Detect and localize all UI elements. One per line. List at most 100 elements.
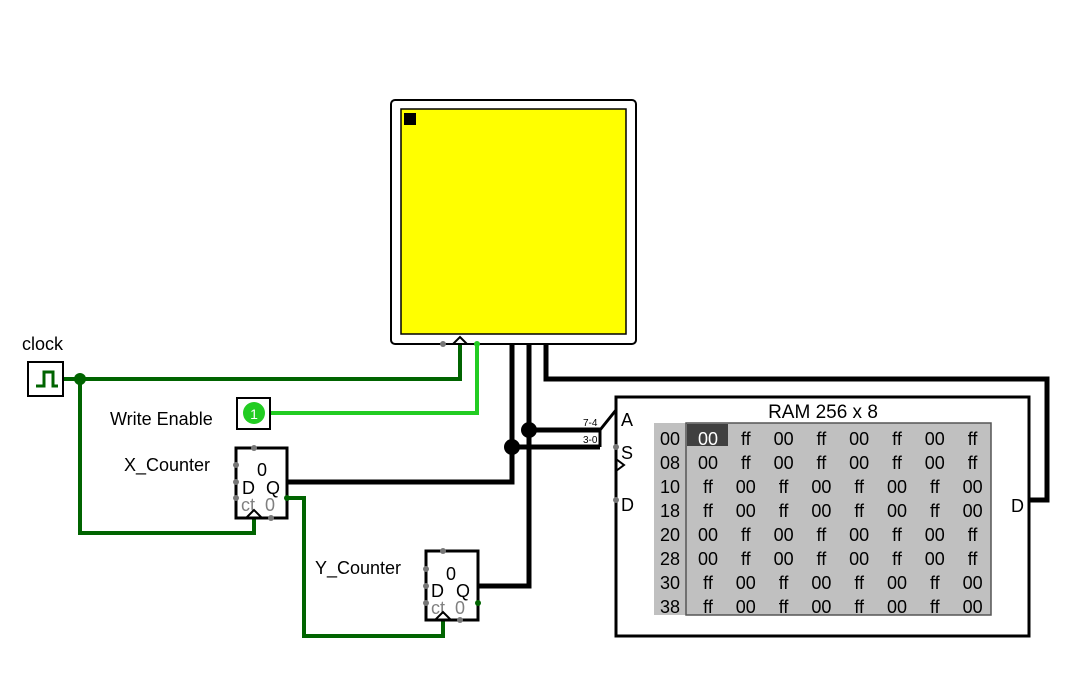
x-counter-d-label: D [242, 478, 255, 498]
ram-cell[interactable]: 00 [925, 453, 945, 473]
splitter-wire [598, 409, 618, 447]
ram-port-a: A [621, 410, 633, 430]
wires [62, 344, 1050, 638]
y-counter[interactable]: Y_Counter 0 D Q ct 0 [315, 548, 481, 623]
clock-junction [74, 373, 86, 385]
ram-cell[interactable]: ff [930, 597, 941, 617]
ram-cell[interactable]: 00 [698, 525, 718, 545]
ram-port-d-in: D [621, 495, 634, 515]
clock-component[interactable]: clock [22, 334, 64, 397]
ram-cell[interactable]: ff [892, 429, 903, 449]
ram-cell[interactable]: ff [968, 453, 979, 473]
ram-cell[interactable]: ff [779, 573, 790, 593]
write-enable-pin[interactable]: Write Enable 1 [110, 397, 271, 430]
ram-cell[interactable]: ff [854, 501, 865, 521]
ram-cell[interactable]: 00 [963, 477, 983, 497]
ram-cell[interactable]: ff [741, 429, 752, 449]
ram-cell[interactable]: 00 [887, 597, 907, 617]
ram-cell[interactable]: ff [817, 525, 828, 545]
ram-port-d-out: D [1011, 496, 1024, 516]
ram-cell[interactable]: ff [854, 597, 865, 617]
y-bus-junction [521, 422, 537, 438]
ram-cell[interactable]: 00 [811, 477, 831, 497]
ram-cell[interactable]: ff [703, 597, 714, 617]
ram-cell[interactable]: 00 [736, 477, 756, 497]
ram-row-address: 08 [660, 453, 680, 473]
ram-cell[interactable]: ff [741, 525, 752, 545]
x-counter-zero-label: 0 [265, 495, 275, 515]
ram-cell[interactable]: 00 [887, 477, 907, 497]
ram-cell[interactable]: ff [892, 525, 903, 545]
ram-cell[interactable]: ff [817, 429, 828, 449]
ram-row-address: 20 [660, 525, 680, 545]
display-clock-pin [452, 335, 468, 345]
splitter-hi-label: 7-4 [583, 418, 598, 429]
x-bus-wire [287, 344, 515, 485]
x-counter-ct-label: ct [241, 495, 255, 515]
x-q-to-y-clock-wire [289, 496, 445, 638]
ram-cell[interactable]: 00 [925, 429, 945, 449]
x-counter-q-label: Q [266, 478, 280, 498]
ram-cell[interactable]: 00 [887, 573, 907, 593]
ram-cell[interactable]: ff [892, 549, 903, 569]
ram-row-address: 38 [660, 597, 680, 617]
ram-cell[interactable]: 00 [925, 525, 945, 545]
ram-cell[interactable]: 00 [811, 501, 831, 521]
ram-cell[interactable]: 00 [849, 525, 869, 545]
ram-cell[interactable]: ff [741, 549, 752, 569]
ram-cell[interactable]: ff [968, 525, 979, 545]
ram-cell[interactable]: 00 [849, 429, 869, 449]
ram-cell[interactable]: ff [968, 429, 979, 449]
ram-cell[interactable]: 00 [774, 453, 794, 473]
ram-cell[interactable]: 00 [736, 597, 756, 617]
ram-address-column [654, 423, 686, 615]
x-counter[interactable]: X_Counter 0 D Q ct 0 [124, 445, 290, 521]
ram-cell[interactable]: 00 [849, 549, 869, 569]
ram-row-address: 28 [660, 549, 680, 569]
led-matrix-display[interactable] [390, 99, 637, 347]
write-enable-label: Write Enable [110, 409, 213, 429]
ram-cell[interactable]: 00 [849, 453, 869, 473]
ram-cell[interactable]: 00 [698, 453, 718, 473]
ram-cell[interactable]: ff [930, 573, 941, 593]
ram-cell[interactable]: 00 [736, 501, 756, 521]
clock-to-x-counter-wire [78, 379, 256, 535]
ram-cell[interactable]: ff [703, 477, 714, 497]
ram-cell[interactable]: 00 [811, 573, 831, 593]
ram-cell[interactable]: 00 [774, 525, 794, 545]
ram-cell[interactable]: ff [892, 453, 903, 473]
ram-cell[interactable]: 00 [963, 597, 983, 617]
ram-cell[interactable]: ff [779, 597, 790, 617]
ram-clock-pin [615, 458, 626, 472]
ram-cell[interactable]: 00 [774, 549, 794, 569]
ram-cell[interactable]: 00 [811, 597, 831, 617]
ram-cell[interactable]: 00 [887, 501, 907, 521]
ram-title: RAM 256 x 8 [768, 402, 878, 423]
ram-cell[interactable]: ff [779, 501, 790, 521]
ram-cell[interactable]: 00 [963, 501, 983, 521]
ram-cell[interactable]: ff [703, 501, 714, 521]
ram-cell[interactable]: 00 [963, 573, 983, 593]
ram-cell[interactable]: ff [930, 477, 941, 497]
ram-cell[interactable]: 00 [736, 573, 756, 593]
ram-cell[interactable]: ff [703, 573, 714, 593]
y-counter-zero-label: 0 [455, 598, 465, 618]
y-bus-wire [478, 344, 532, 589]
ram-cell[interactable]: 00 [925, 549, 945, 569]
ram-data-bus-wire [543, 344, 1050, 503]
ram-cell[interactable]: ff [779, 477, 790, 497]
ram-cell[interactable]: ff [741, 453, 752, 473]
ram-cell[interactable]: 00 [774, 429, 794, 449]
ram-cell[interactable]: ff [930, 501, 941, 521]
ram-cell[interactable]: ff [817, 453, 828, 473]
ram-cell[interactable]: 00 [698, 429, 718, 449]
ram-row-address: 30 [660, 573, 680, 593]
ram-cell[interactable]: 00 [698, 549, 718, 569]
ram-cell[interactable]: ff [854, 477, 865, 497]
ram-cell[interactable]: ff [968, 549, 979, 569]
ram-cell[interactable]: ff [854, 573, 865, 593]
y-counter-value: 0 [446, 564, 456, 584]
ram-cell[interactable]: ff [817, 549, 828, 569]
